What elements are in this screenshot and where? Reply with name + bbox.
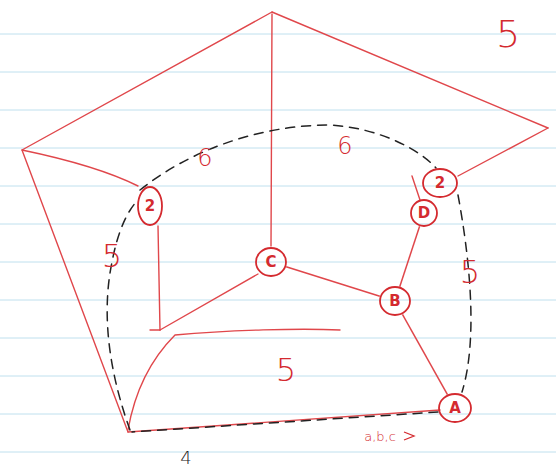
region-number: 6 [337,134,352,158]
node-letter: B [389,292,400,310]
circled-node: D [410,199,438,227]
graph-edge [286,267,380,296]
node-letter: D [418,204,430,222]
region-number: 5 [102,240,122,272]
region-number: 6 [197,146,212,170]
circled-node: A [438,393,472,423]
node-letter: 2 [145,197,155,215]
graph-edge [400,226,420,286]
annotation: 4 [180,449,191,467]
circled-node: C [255,247,287,277]
annotation: a,b,c [364,430,396,443]
region-number: 5 [496,15,520,53]
region-number: 5 [460,256,480,288]
circled-node: 2 [422,168,458,198]
node-letter: C [265,253,276,271]
graph-edge [402,314,447,394]
node-letter: A [449,399,461,417]
region-number: 5 [276,354,296,386]
node-letter: 2 [435,174,445,192]
circled-node: 2 [137,186,163,226]
circled-node: B [379,286,411,316]
